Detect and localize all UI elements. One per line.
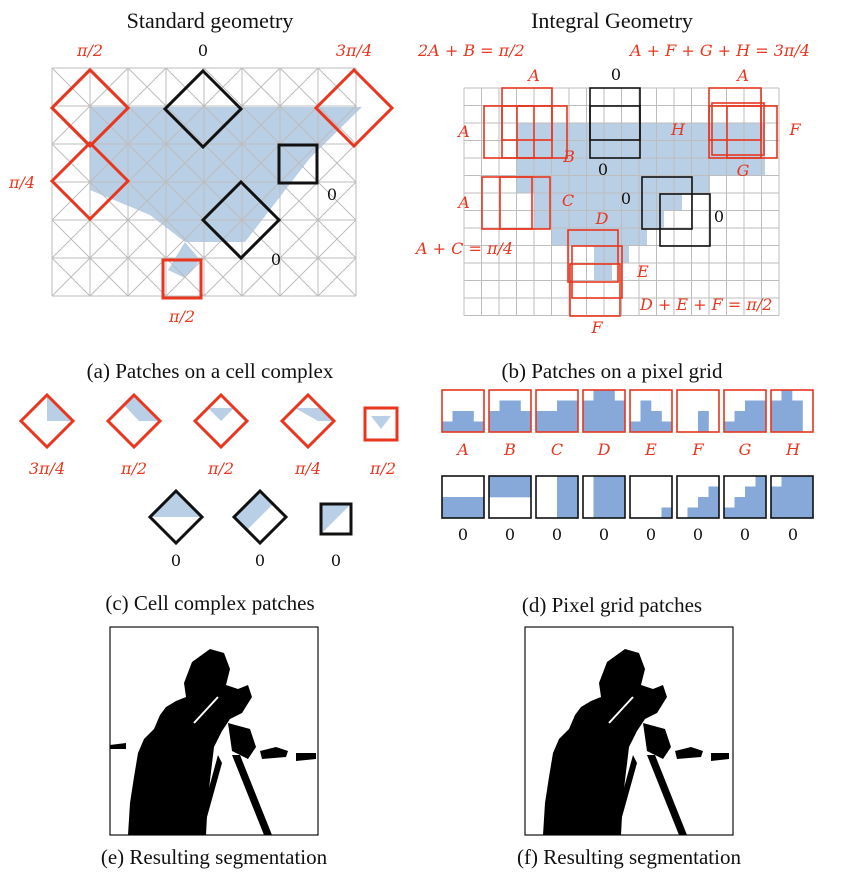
label: H [785,440,801,459]
pixel-patch [630,476,672,518]
letter-f: F [590,318,603,337]
segmentation-image-e [110,627,318,835]
equation: D + E + F = π/2 [639,295,772,314]
label: 0 [552,525,562,544]
letter-e: E [636,262,649,281]
panel-c-caption: (c) Cell complex patches [105,591,314,615]
cell-patches-black-labels: 0 0 0 [171,551,341,570]
label: 0 [198,41,208,60]
label: 0 [255,551,265,570]
letter-a: A [526,66,540,85]
cell-complex-grid [50,65,362,310]
label: 0 [271,250,281,269]
pixel-patch [489,390,531,432]
label: 0 [505,525,515,544]
equation: A + F + G + H = 3π/4 [628,41,810,60]
cell-patches-red-labels: 3π/4 π/2 π/2 π/4 π/2 [29,459,396,478]
panel-b-caption: (b) Patches on a pixel grid [501,359,723,383]
pixel-patch [583,476,625,518]
label: π/2 [207,459,234,478]
zero-label: 0 [598,160,608,179]
label: 0 [740,525,750,544]
pixel-patch [677,390,719,432]
panel-e-caption: (e) Resulting segmentation [101,845,328,869]
label: 0 [599,525,609,544]
letter-f: F [788,120,801,139]
equation: 2A + B = π/2 [417,41,525,60]
label: F [691,440,704,459]
label: E [644,440,657,459]
pixel-patch [536,476,578,518]
pixel-patch [489,476,531,518]
label: 0 [646,525,656,544]
pixel-patch [724,390,766,432]
label: D [597,440,611,459]
label: 0 [171,551,181,570]
panel-a-title: Standard geometry [127,8,294,33]
segmentation-image-f [525,627,733,835]
pixel-patch [724,476,766,518]
pixel-patch [536,390,578,432]
label: C [551,440,563,459]
letter-a: A [456,122,470,141]
label: 0 [331,551,341,570]
pixel-patch [771,476,813,518]
letter-h: H [670,120,686,139]
label: 0 [693,525,703,544]
panel-d-caption: (d) Pixel grid patches [522,593,702,617]
panel-b-title: Integral Geometry [531,8,693,33]
panel-a-caption: (a) Patches on a cell complex [87,359,334,383]
panel-f-caption: (f) Resulting segmentation [517,845,741,869]
letter-d: D [595,209,609,228]
letter-a: A [735,66,749,85]
pixel-patch [771,390,813,432]
equation: A + C = π/4 [414,239,513,258]
label: 3π/4 [29,459,65,478]
label: 0 [327,185,337,204]
label: π/2 [120,459,147,478]
cell-patches-red-row [21,395,397,447]
pixel-patch [677,476,719,518]
pixel-patch [442,390,484,432]
label: π/2 [369,459,396,478]
pixel-patches-red-labels: A B C D E F G H [455,440,801,459]
pixel-patch [583,390,625,432]
zero-label: 0 [621,189,631,208]
label: π/4 [294,459,321,478]
zero-label: 0 [611,65,621,84]
pixel-patch [442,476,484,518]
label: 0 [788,525,798,544]
pixel-patch [630,390,672,432]
letter-b: B [562,147,575,166]
label: 0 [458,525,468,544]
pixel-patches-red-row [442,390,813,432]
letter-g: G [737,161,750,180]
cell-patches-black-row [150,491,351,543]
pixel-patches-black-row [442,476,813,518]
letter-c: C [562,191,574,210]
letter-a: A [456,193,470,212]
label: B [503,440,516,459]
pixel-patches-black-labels: 0 0 0 0 0 0 0 0 [458,525,798,544]
label: π/2 [168,307,195,326]
label: 3π/4 [336,41,372,60]
label: G [739,440,752,459]
label: π/4 [8,173,35,192]
label: A [455,440,469,459]
label: π/2 [76,41,103,60]
zero-label: 0 [714,207,724,226]
